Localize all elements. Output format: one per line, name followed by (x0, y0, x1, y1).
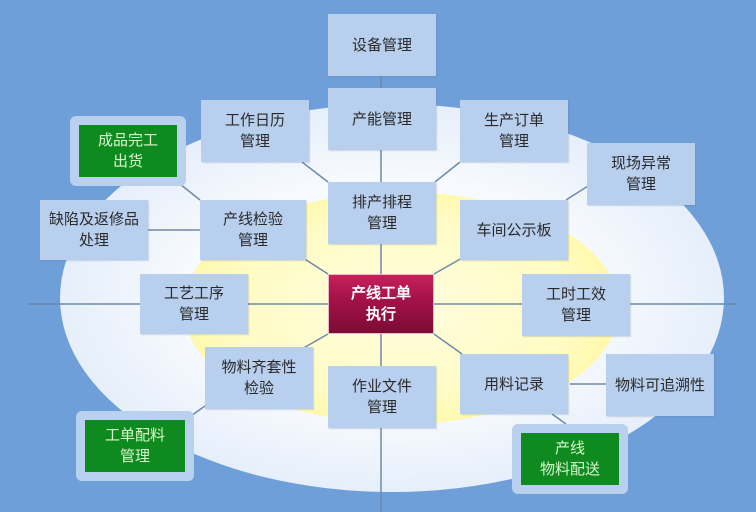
node-finished-goods-shipping[interactable]: 成品完工 出货 (79, 125, 177, 177)
highlight-frame-work-order-material-prep: 工单配料 管理 (76, 411, 194, 481)
node-process-routing-management[interactable]: 工艺工序 管理 (140, 274, 248, 334)
highlight-frame-finished-goods-shipping: 成品完工 出货 (70, 116, 186, 186)
node-line-material-delivery[interactable]: 产线 物料配送 (521, 433, 619, 485)
node-equipment-management[interactable]: 设备管理 (328, 14, 436, 76)
node-work-document-management[interactable]: 作业文件 管理 (328, 366, 436, 428)
highlight-frame-line-material-delivery: 产线 物料配送 (512, 424, 628, 494)
node-scheduling-management[interactable]: 排产排程 管理 (328, 182, 436, 244)
node-defect-rework-handling[interactable]: 缺陷及返修品 处理 (40, 200, 148, 260)
node-line-inspection-management[interactable]: 产线检验 管理 (200, 200, 306, 260)
node-material-kitting-inspection[interactable]: 物料齐套性 检验 (205, 347, 313, 409)
center-node-line-work-order-execution[interactable]: 产线工单 执行 (328, 274, 434, 334)
node-site-exception-management[interactable]: 现场异常 管理 (587, 143, 695, 205)
node-material-usage-record[interactable]: 用料记录 (460, 354, 568, 414)
node-capacity-management[interactable]: 产能管理 (328, 88, 436, 150)
node-production-order-management[interactable]: 生产订单 管理 (460, 100, 568, 162)
node-work-calendar-management[interactable]: 工作日历 管理 (201, 100, 309, 162)
node-labor-efficiency-management[interactable]: 工时工效 管理 (522, 274, 630, 336)
node-work-order-material-prep[interactable]: 工单配料 管理 (85, 420, 185, 472)
node-workshop-board[interactable]: 车间公示板 (460, 200, 568, 260)
node-material-traceability[interactable]: 物料可追溯性 (606, 354, 714, 416)
